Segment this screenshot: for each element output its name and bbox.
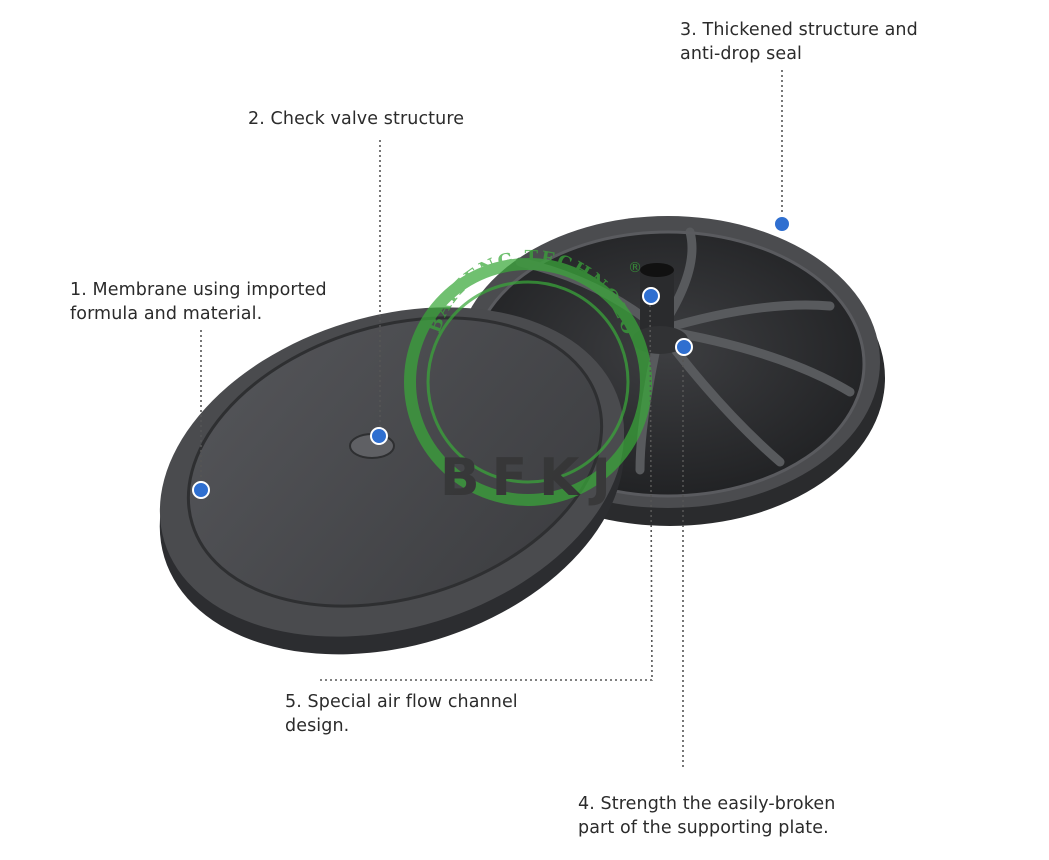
marker-3-dot [773, 215, 791, 233]
marker-4-dot [675, 338, 693, 356]
leader-line-5 [320, 299, 653, 681]
registered-mark: ® [628, 260, 642, 276]
membrane-disc [159, 307, 625, 655]
callout-2-label: 2. Check valve structure [248, 109, 465, 129]
marker-2-dot [370, 427, 388, 445]
watermark-logo-text: BFKJ [440, 448, 623, 508]
markers [192, 215, 791, 499]
marker-5-dot [642, 287, 660, 305]
marker-1-dot [192, 481, 210, 499]
leader-lines [200, 70, 783, 768]
